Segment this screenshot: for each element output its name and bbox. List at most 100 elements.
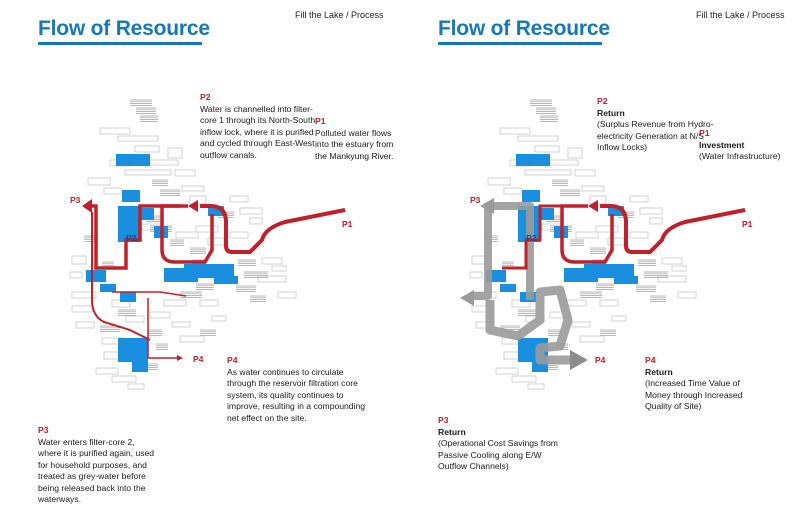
flow-lines bbox=[82, 199, 346, 361]
building-outline bbox=[171, 321, 191, 328]
building-outline bbox=[111, 375, 137, 383]
map-tag-p4: P4 bbox=[595, 355, 606, 365]
building-outline bbox=[581, 185, 605, 192]
note-p4: P4 Return (Increased Time Value of Money… bbox=[645, 355, 765, 413]
building-outline bbox=[671, 265, 687, 272]
building-outline bbox=[629, 231, 649, 239]
note-text: (Increased Time Value of Money through I… bbox=[645, 378, 743, 411]
building-outline bbox=[75, 321, 95, 329]
building-outline bbox=[134, 145, 160, 153]
note-label: P1 bbox=[699, 128, 710, 138]
building-outline bbox=[549, 159, 579, 166]
water-block bbox=[120, 292, 136, 302]
water-block bbox=[132, 360, 148, 372]
building-outline bbox=[495, 367, 519, 375]
building-outline bbox=[99, 127, 131, 135]
water-block bbox=[118, 206, 140, 242]
filter-core-water bbox=[86, 154, 238, 372]
note-p2: P2 Water is channelled into filter-core … bbox=[200, 92, 320, 161]
map-tag-p3: P3 bbox=[70, 195, 81, 205]
note-text: (Operational Cost Savings from Passive C… bbox=[438, 438, 558, 471]
building-outline bbox=[499, 127, 531, 135]
building-outline bbox=[527, 383, 545, 390]
note-p4: P4 As water continues to circulate throu… bbox=[227, 355, 373, 424]
building-outline bbox=[611, 315, 627, 322]
flow-arrow-p1 bbox=[188, 200, 198, 212]
flow-arrow-p4 bbox=[177, 355, 183, 361]
building-outline bbox=[149, 311, 171, 319]
site-flow-map bbox=[69, 99, 346, 390]
flow-lines bbox=[502, 200, 746, 270]
note-p1: P1 Investment (Water Infrastructure) bbox=[699, 128, 795, 163]
note-label: P2 bbox=[597, 96, 608, 106]
flow-line-inflow bbox=[600, 204, 746, 254]
title-underline bbox=[38, 42, 202, 45]
building-outline bbox=[471, 255, 487, 265]
water-block bbox=[116, 154, 150, 166]
water-block bbox=[522, 190, 540, 202]
building-outline bbox=[579, 335, 605, 343]
building-outline bbox=[124, 169, 172, 176]
note-text: Water enters filter-core 2, where it is … bbox=[38, 436, 155, 505]
building-outline bbox=[117, 135, 159, 142]
building-outline bbox=[469, 271, 483, 279]
building-outline bbox=[125, 315, 145, 323]
map-tag-p1: P1 bbox=[742, 219, 753, 229]
map-tag-p1: P1 bbox=[342, 219, 353, 229]
flow-line-p3 bbox=[502, 204, 580, 270]
note-text: (Water Infrastructure) bbox=[699, 151, 781, 161]
building-outline bbox=[677, 291, 697, 299]
water-block bbox=[140, 208, 154, 220]
panel-title: Flow of Resource bbox=[438, 17, 610, 40]
building-outline bbox=[657, 275, 687, 283]
building-outline bbox=[511, 375, 537, 383]
return-arrow-p3 bbox=[480, 198, 494, 214]
building-outline bbox=[195, 225, 219, 233]
building-outline bbox=[261, 257, 283, 265]
water-block bbox=[122, 190, 140, 202]
building-outline bbox=[95, 367, 119, 375]
note-heading: Return bbox=[597, 107, 625, 118]
note-label: P2 bbox=[200, 92, 211, 102]
building-outline bbox=[71, 255, 87, 265]
flow-line-core1 bbox=[160, 204, 214, 264]
note-label: P4 bbox=[645, 355, 656, 365]
note-label: P1 bbox=[315, 116, 326, 126]
note-label: P3 bbox=[38, 425, 49, 435]
building-outline bbox=[639, 207, 663, 215]
building-outline bbox=[69, 271, 83, 279]
note-p1: P1 Polluted water flows into the estuary… bbox=[315, 116, 395, 162]
building-outline bbox=[277, 291, 297, 299]
building-outline bbox=[239, 207, 263, 215]
note-label: P4 bbox=[227, 355, 238, 365]
building-outline bbox=[571, 321, 591, 328]
note-text: (Surplus Revenue from Hydro-electricity … bbox=[597, 119, 714, 152]
note-text: Water is channelled into filter-core 1 t… bbox=[200, 103, 316, 160]
flow-line-inflow bbox=[200, 204, 346, 254]
return-flows bbox=[460, 198, 588, 370]
map-tag-p2: P2 bbox=[126, 233, 137, 243]
building-outline bbox=[661, 257, 683, 265]
water-block bbox=[184, 264, 234, 278]
flow-line-p3 bbox=[92, 204, 180, 270]
building-outline bbox=[517, 135, 559, 142]
building-outline bbox=[179, 335, 205, 343]
water-block bbox=[608, 206, 624, 216]
note-p2: P2 Return (Surplus Revenue from Hydro-el… bbox=[597, 96, 719, 154]
building-outline bbox=[71, 291, 97, 299]
note-label: P3 bbox=[438, 415, 449, 425]
building-outline bbox=[567, 147, 583, 159]
panel-title: Flow of Resource bbox=[38, 17, 210, 40]
title-underline bbox=[438, 42, 602, 45]
breadcrumb: Fill the Lake / Process bbox=[696, 10, 785, 20]
building-outline bbox=[229, 195, 249, 203]
panel-economics: Flow of Resource Fill the Lake / Process… bbox=[400, 0, 800, 525]
flow-arrow-p1 bbox=[588, 200, 598, 212]
building-outline bbox=[249, 217, 263, 225]
building-outline bbox=[629, 195, 649, 203]
water-block bbox=[614, 276, 638, 284]
water-block bbox=[86, 270, 106, 282]
site-flow-map bbox=[460, 99, 746, 390]
flow-line-core1 bbox=[560, 204, 614, 264]
water-block bbox=[584, 264, 634, 278]
